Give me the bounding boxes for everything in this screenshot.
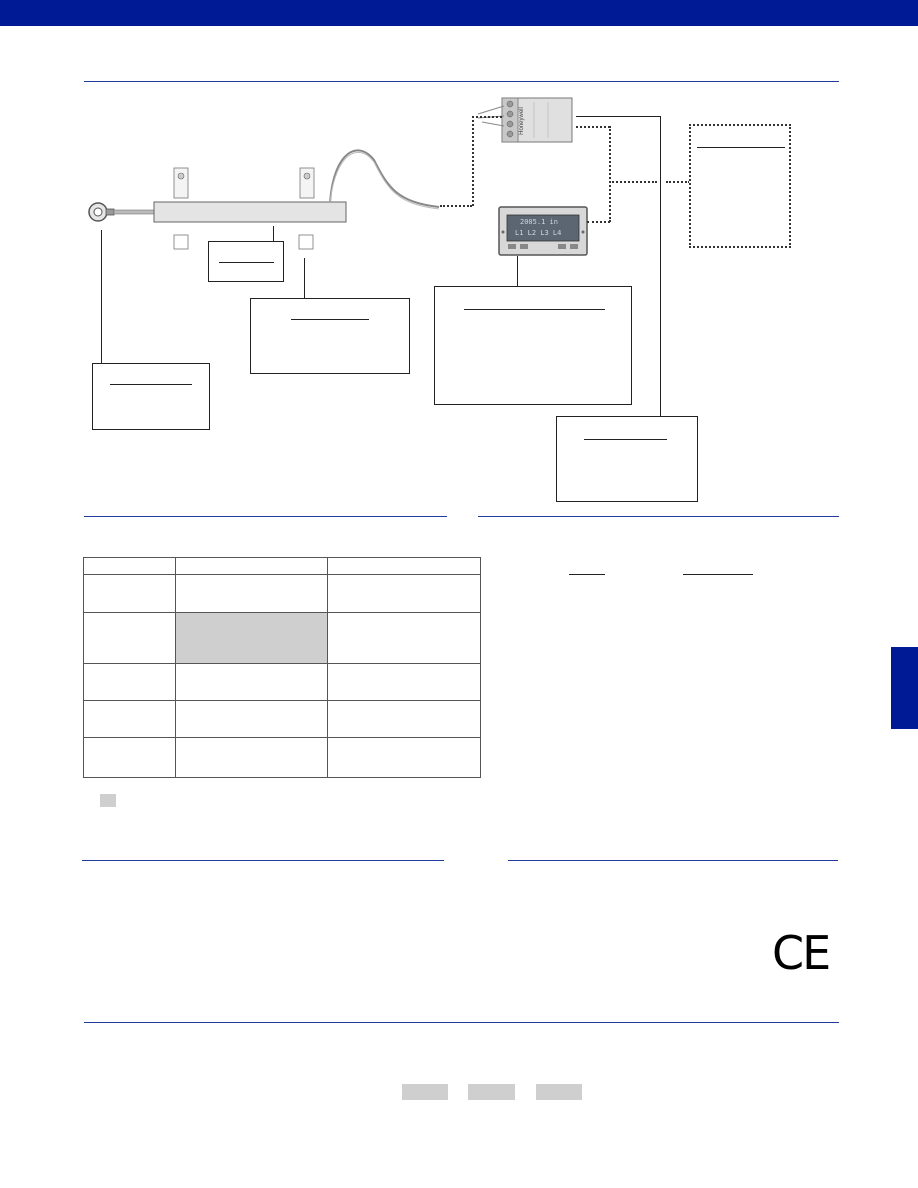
section-rule-right [478, 516, 839, 517]
mount-bracket-1 [173, 167, 189, 199]
sensor-rod [113, 209, 155, 215]
table-cell-shaded [175, 612, 328, 664]
table-cell [175, 700, 328, 738]
section-rule-bottom [84, 1022, 839, 1023]
callout-box-body [208, 241, 284, 282]
connector-dotted-1 [440, 205, 472, 207]
sensor-body [153, 201, 347, 223]
table-cell [83, 663, 176, 701]
section-rule-top [84, 81, 839, 82]
section-rule-right-2 [508, 860, 838, 861]
display-meter [498, 206, 588, 256]
connector-dotted-8 [666, 181, 690, 183]
sensor-cable [329, 149, 440, 208]
connector-dotted-5 [609, 126, 611, 222]
table-row [83, 700, 481, 738]
section-rule-left-2 [82, 860, 444, 861]
table-cell [327, 737, 481, 778]
table-cell [175, 663, 328, 701]
table-row [83, 574, 481, 613]
column-heading-underline-1 [569, 574, 605, 575]
spec-table [83, 557, 481, 778]
table-row [83, 737, 481, 778]
callout-box-display [434, 286, 632, 405]
section-rule-left [84, 516, 447, 517]
connector-line-rod [101, 230, 102, 364]
ce-mark: CE [772, 926, 831, 980]
table-cell [327, 663, 481, 701]
connector-line-meter [517, 256, 518, 286]
table-cell [83, 737, 176, 778]
table-cell [83, 574, 176, 613]
callout-box-rod [92, 363, 210, 430]
connector-line-top [576, 116, 660, 117]
connector-dotted-3 [472, 116, 502, 118]
connector-line-body [273, 226, 274, 242]
connector-line-clamp [304, 258, 305, 298]
callout-box-dotted [689, 124, 791, 248]
table-cell [175, 557, 328, 575]
connector-dotted-2 [472, 116, 474, 206]
mount-clamp-2 [298, 234, 314, 250]
sensor-illustration [88, 149, 440, 250]
callout-box-clamp [250, 298, 410, 374]
callout-box-output [556, 416, 698, 502]
connector-dotted-4 [576, 126, 610, 128]
table-cell [175, 574, 328, 613]
part-code-box-2 [468, 1084, 515, 1100]
table-cell [175, 737, 328, 778]
side-tab [891, 647, 918, 729]
display-reading: 2005.1 in [520, 218, 558, 226]
legend-swatch [100, 794, 116, 807]
part-code-box-1 [402, 1084, 448, 1100]
controller-brand: Honeywell [518, 107, 525, 135]
table-cell [83, 557, 176, 575]
table-row [83, 557, 481, 575]
connector-line-right [660, 116, 661, 416]
mount-bracket-2 [299, 167, 315, 199]
table-cell [327, 557, 481, 575]
controller-module [477, 97, 573, 143]
header-bar [0, 0, 918, 26]
table-row [83, 612, 481, 664]
table-cell [327, 574, 481, 613]
table-cell [327, 700, 481, 738]
display-channels: L1 L2 L3 L4 [515, 229, 562, 237]
connector-dotted-6 [587, 221, 610, 223]
mount-clamp-1 [173, 234, 189, 250]
table-cell [327, 612, 481, 664]
part-code-box-3 [536, 1084, 582, 1100]
table-row [83, 663, 481, 701]
connector-dotted-7 [609, 181, 657, 183]
table-cell [83, 612, 176, 664]
table-cell [83, 700, 176, 738]
column-heading-underline-2 [683, 574, 753, 575]
